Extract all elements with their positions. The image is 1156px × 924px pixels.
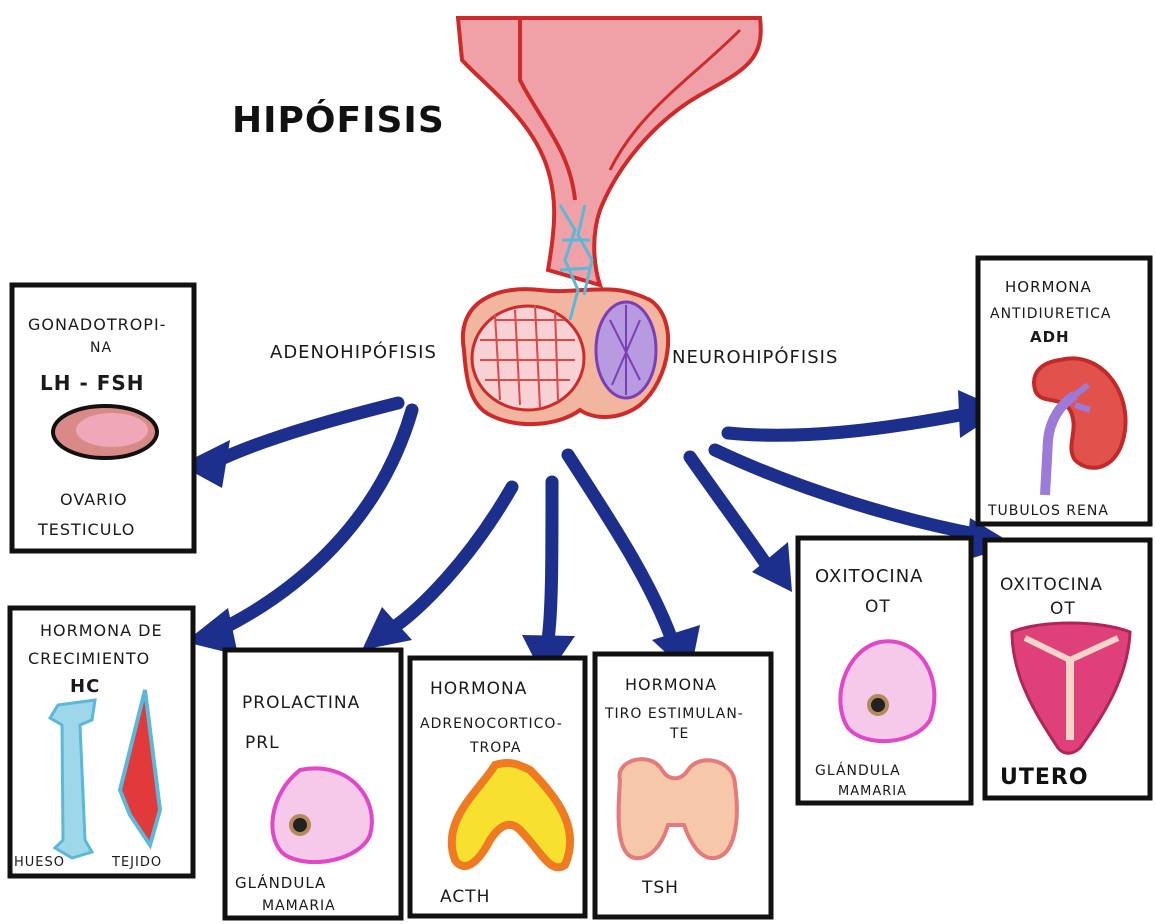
crecimiento-abbr: HC [70,676,100,697]
box-adh: HORMONA ANTIDIURETICA ADH TUBULOS RENA [978,258,1150,524]
adh-line2: ANTIDIURETICA [990,306,1112,322]
box-prolactina: PROLACTINA PRL GLÁNDULA MAMARIA [225,650,401,918]
tsh-line1: HORMONA [625,675,717,694]
gonadotropina-target2: TESTICULO [37,520,135,539]
ovary-icon [53,406,157,458]
box-acth: HORMONA ADRENOCORTICO- TROPA ACTH [410,658,585,916]
breast-icon [272,768,372,862]
gonadotropina-line1: GONADOTROPI- [28,315,166,334]
tsh-line3: TE [669,726,689,742]
tsh-abbr: TSH [641,878,679,898]
neurohipofisis-label: NEUROHIPÓFISIS [672,346,838,368]
acth-line3: TROPA [469,740,521,756]
oxitocina-mama-target2: MAMARIA [838,784,907,799]
acth-line1: HORMONA [430,679,527,699]
oxitocina-mama-abbr: OT [865,597,891,617]
prolactina-target1: GLÁNDULA [235,873,326,892]
crecimiento-target2: TEJIDO [111,855,162,870]
acth-abbr: ACTH [440,887,490,907]
crecimiento-line1: HORMONA DE [40,621,163,640]
adenohipofisis-label: ADENOHIPÓFISIS [270,341,437,363]
crecimiento-line2: CRECIMIENTO [28,649,150,668]
oxitocina-utero-abbr: OT [1050,599,1076,619]
crecimiento-target1: HUESO [14,855,65,870]
box-gonadotropina: GONADOTROPI- NA LH - FSH OVARIO TESTICUL… [12,285,194,551]
oxitocina-mama-target1: GLÁNDULA [815,762,901,779]
adh-abbr: ADH [1030,328,1070,346]
prolactina-abbr: PRL [245,733,280,753]
gonadotropina-target1: OVARIO [60,490,128,509]
diagram-title: HIPÓFISIS [232,99,445,141]
box-crecimiento: HORMONA DE CRECIMIENTO HC HUESO TEJIDO [10,608,193,876]
oxitocina-utero-target1: UTERO [1000,765,1089,790]
tsh-line2: TIRO ESTIMULAN- [604,706,744,722]
oxitocina-utero-line1: OXITOCINA [1000,575,1103,595]
box-oxitocina-mama: OXITOCINA OT GLÁNDULA MAMARIA [798,538,971,803]
adh-line1: HORMONA [1005,278,1092,296]
prolactina-line1: PROLACTINA [242,693,360,713]
breast-icon [840,641,934,741]
oxitocina-mama-line1: OXITOCINA [815,566,923,587]
box-oxitocina-utero: OXITOCINA OT UTERO [985,540,1150,798]
gonadotropina-abbr: LH - FSH [40,371,145,395]
box-tsh: HORMONA TIRO ESTIMULAN- TE TSH [595,654,771,917]
adh-target1: TUBULOS RENA [987,503,1109,519]
prolactina-target2: MAMARIA [262,898,336,914]
gonadotropina-line2: NA [90,340,112,356]
acth-line2: ADRENOCORTICO- [420,716,563,732]
